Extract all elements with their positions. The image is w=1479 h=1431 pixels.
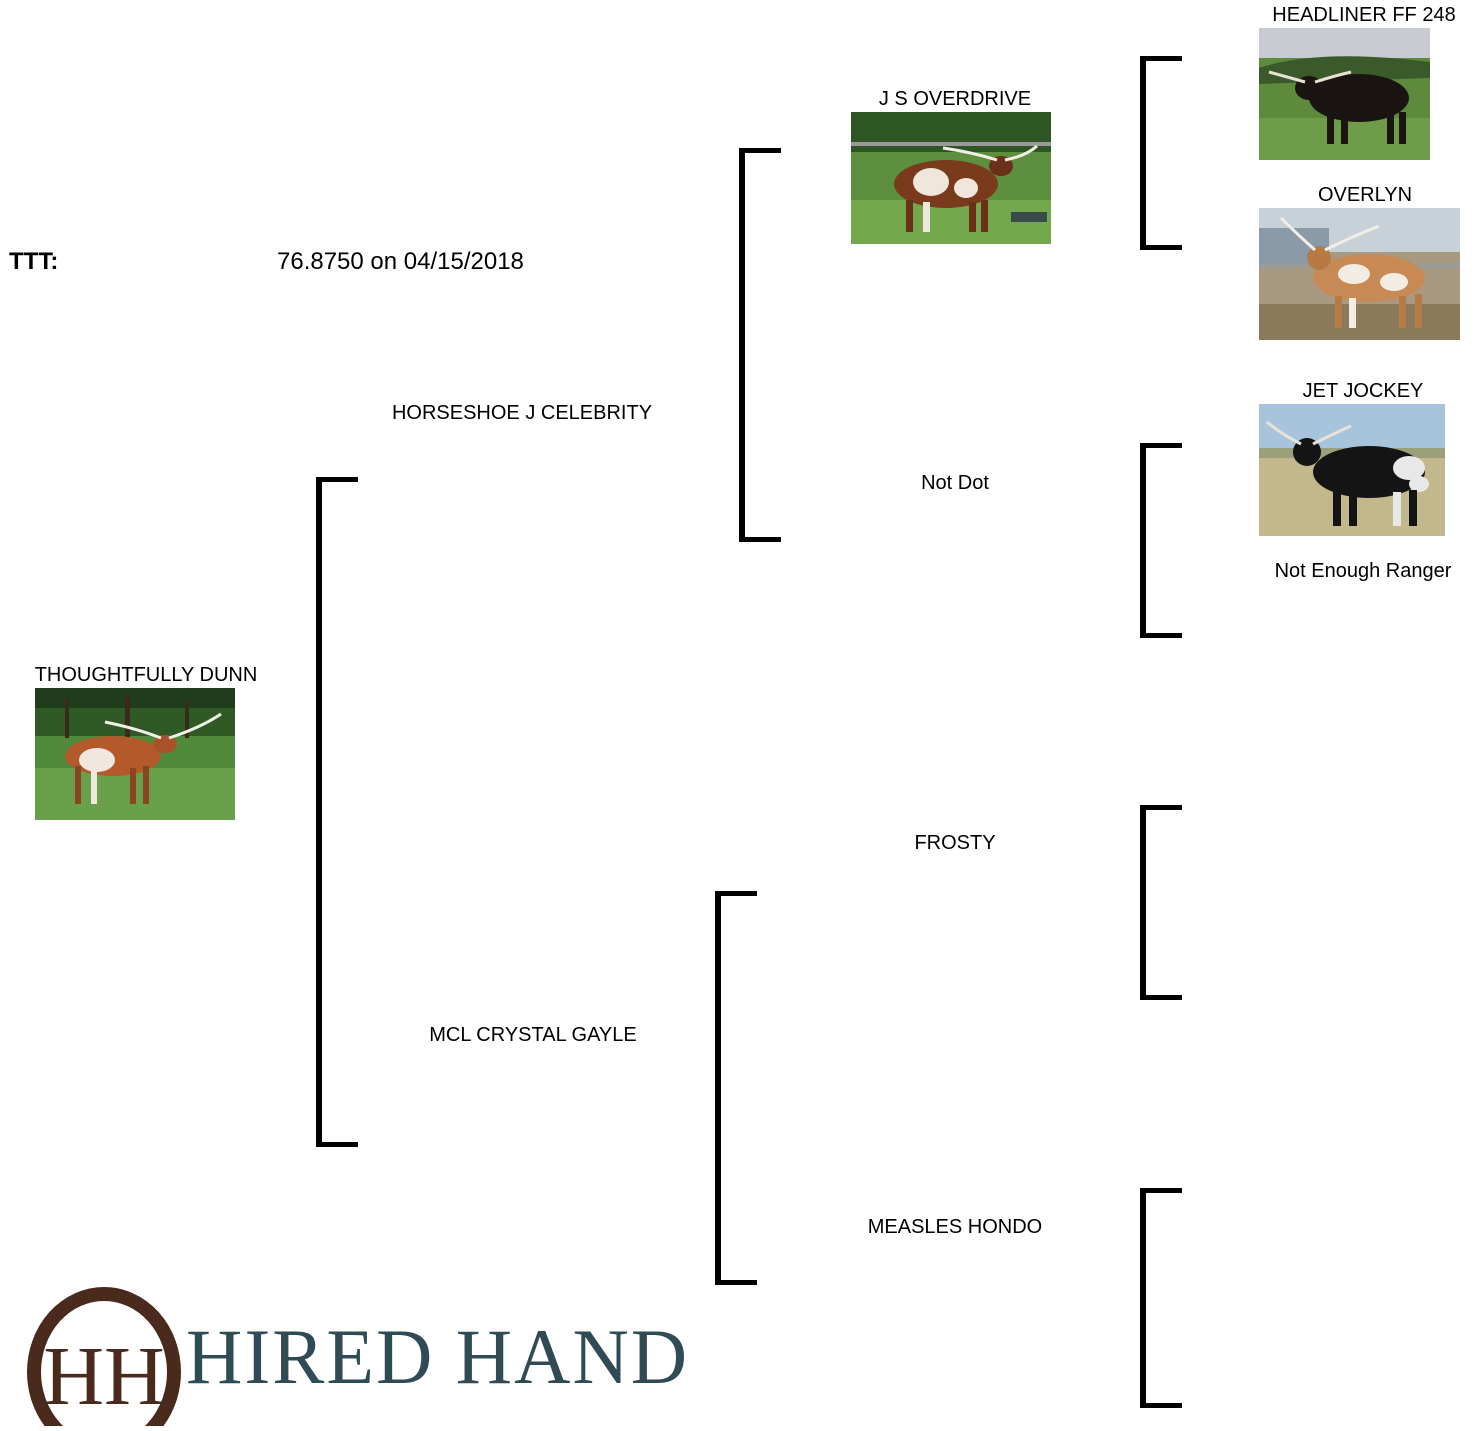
pedigree-bracket-gen3-a <box>1140 56 1182 250</box>
pedigree-bracket-gen1 <box>316 477 358 1147</box>
sire-name[interactable]: HORSESHOE J CELEBRITY <box>391 402 653 424</box>
gen3-name-0[interactable]: HEADLINER FF 248 <box>1272 4 1456 26</box>
svg-text:HH: HH <box>43 1330 164 1423</box>
logo-text: HIRED HAND <box>186 1313 690 1400</box>
dam-sire-name[interactable]: FROSTY <box>914 832 996 854</box>
speckled-longhorn-cow-photo[interactable] <box>1259 208 1460 340</box>
ttt-label: TTT: <box>9 248 59 275</box>
dam-name[interactable]: MCL CRYSTAL GAYLE <box>429 1024 637 1046</box>
dam-dam-name[interactable]: MEASLES HONDO <box>867 1216 1043 1238</box>
pedigree-bracket-gen3-d <box>1140 1188 1182 1408</box>
longhorn-cow-photo[interactable] <box>35 688 235 820</box>
gen3-name-2[interactable]: JET JOCKEY <box>1302 380 1424 402</box>
gen3-name-3[interactable]: Not Enough Ranger <box>1274 560 1452 582</box>
pedigree-bracket-sire-side <box>739 148 781 542</box>
ttt-value: 76.8750 on 04/15/2018 <box>277 248 524 275</box>
black-longhorn-bull-photo[interactable] <box>1259 28 1430 160</box>
black-white-longhorn-bull-photo[interactable] <box>1259 404 1445 536</box>
sire-dam-name[interactable]: Not Dot <box>921 472 989 494</box>
pedigree-bracket-gen3-c <box>1140 805 1182 1000</box>
pedigree-bracket-dam-side <box>715 891 757 1285</box>
longhorn-bull-photo[interactable] <box>851 112 1051 244</box>
hired-hand-logo-icon: HH <box>22 1286 182 1431</box>
animal-name[interactable]: THOUGHTFULLY DUNN <box>34 664 258 686</box>
sire-sire-name[interactable]: J S OVERDRIVE <box>878 88 1032 110</box>
pedigree-bracket-gen3-b <box>1140 443 1182 638</box>
gen3-name-1[interactable]: OVERLYN <box>1317 184 1413 206</box>
